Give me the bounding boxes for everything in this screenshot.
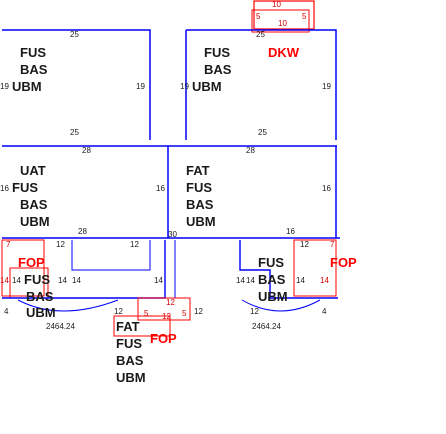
mr-dim-left: 30	[168, 230, 177, 239]
br-layer-3: UBM	[258, 289, 288, 304]
br-dim-right-small: 4	[322, 307, 327, 316]
top-mark-n3: 5	[302, 12, 307, 21]
bl-dim-bottom: 12	[114, 307, 123, 316]
bottom-layer-2: BAS	[116, 353, 144, 368]
br-arc	[241, 299, 321, 312]
bottom-mark-outline	[137, 297, 191, 321]
top-mark-n2: 5	[256, 12, 261, 21]
br-layer-1: FUS	[258, 255, 284, 270]
bottom-layer-1: FUS	[116, 336, 142, 351]
bottom-tag-fop: FOP	[150, 331, 177, 346]
br-dim-l4: 14	[320, 276, 329, 285]
br-dim-l1: 14	[236, 276, 245, 285]
bottom-mark-inner	[113, 315, 171, 337]
ml-layer-1: UAT	[20, 163, 46, 178]
ml-dim-top: 28	[82, 146, 91, 155]
mr-layer-1: FAT	[186, 163, 210, 178]
tr-dim-right: 19	[322, 82, 331, 91]
top-mark-outline	[253, 0, 315, 30]
top-mark-n1: 10	[272, 0, 281, 9]
tr-dim-bottom: 25	[258, 128, 267, 137]
tr-dim-top: 25	[256, 30, 265, 39]
bl-dim-l2: 14	[12, 276, 21, 285]
br-dim-l3: 14	[296, 276, 305, 285]
mr-layer-2: FUS	[186, 180, 212, 195]
tr-layer-3: UBM	[192, 79, 222, 94]
mr-dim-bottom: 16	[286, 227, 295, 236]
bottom-layer-3: UBM	[116, 370, 146, 385]
bl-layer-1: FUS	[24, 272, 50, 287]
bm-dim-right: 14	[154, 276, 163, 285]
bl-dim-l1: 14	[0, 276, 9, 285]
br-dim-top-a: 12	[300, 240, 309, 249]
bl-arc-label: 2464.24	[46, 322, 75, 331]
tl-dim-left: 19	[0, 82, 9, 91]
ml-layer-4: UBM	[20, 214, 50, 229]
tl-frame	[2, 29, 151, 140]
tr-layer-1: FUS	[204, 45, 230, 60]
mr-layer-3: BAS	[186, 197, 214, 212]
mr-layer-4: UBM	[186, 214, 216, 229]
mr-dim-right: 16	[322, 184, 331, 193]
br-dim-bottom: 12	[250, 307, 259, 316]
bottom-n3: 12	[162, 312, 171, 321]
bl-dim-top-b: 12	[56, 240, 65, 249]
tr-layer-2: BAS	[204, 62, 232, 77]
br-blue-frame	[239, 240, 338, 299]
bm-dim-top: 12	[130, 240, 139, 249]
bottom-n1: 12	[166, 298, 175, 307]
mr-dim-top: 28	[246, 146, 255, 155]
tr-frame	[186, 29, 337, 140]
bl-dim-top-a: 7	[6, 240, 11, 249]
ml-layer-2: FUS	[12, 180, 38, 195]
br-red-frame	[293, 239, 337, 297]
br-arc-label: 2464.24	[252, 322, 281, 331]
bottom-n4: 5	[182, 309, 187, 318]
bl-dim-l3: 14	[58, 276, 67, 285]
bl-arc	[17, 299, 119, 312]
bl-blue-inner	[71, 240, 151, 271]
br-layer-2: BAS	[258, 272, 286, 287]
bl-dim-left-small: 4	[4, 307, 9, 316]
br-dim-top-b: 7	[330, 240, 335, 249]
tl-layer-3: UBM	[12, 79, 42, 94]
ml-dim-bottom: 28	[78, 227, 87, 236]
bm-dim-bottom: 12	[194, 307, 203, 316]
ml-dim-right: 16	[156, 184, 165, 193]
bottom-tag-fat: FAT	[116, 319, 140, 334]
tr-tag: DKW	[268, 45, 300, 60]
ml-layer-3: BAS	[20, 197, 48, 212]
bl-layer-3: UBM	[26, 305, 56, 320]
top-mark-inner	[251, 9, 310, 33]
br-dim-l2: 14	[246, 276, 255, 285]
bl-tag: FOP	[18, 255, 45, 270]
ml-dim-left: 16	[0, 184, 9, 193]
tl-dim-bottom: 25	[70, 128, 79, 137]
top-mark-n4: 10	[278, 19, 287, 28]
tr-dim-left: 19	[180, 82, 189, 91]
bottom-n2: 5	[144, 309, 149, 318]
tl-dim-right: 19	[136, 82, 145, 91]
tl-layer-1: FUS	[20, 45, 46, 60]
tl-layer-2: BAS	[20, 62, 48, 77]
bl-layer-2: BAS	[26, 289, 54, 304]
bl-dim-l4: 14	[72, 276, 81, 285]
br-tag: FOP	[330, 255, 357, 270]
tl-dim-top: 25	[70, 30, 79, 39]
